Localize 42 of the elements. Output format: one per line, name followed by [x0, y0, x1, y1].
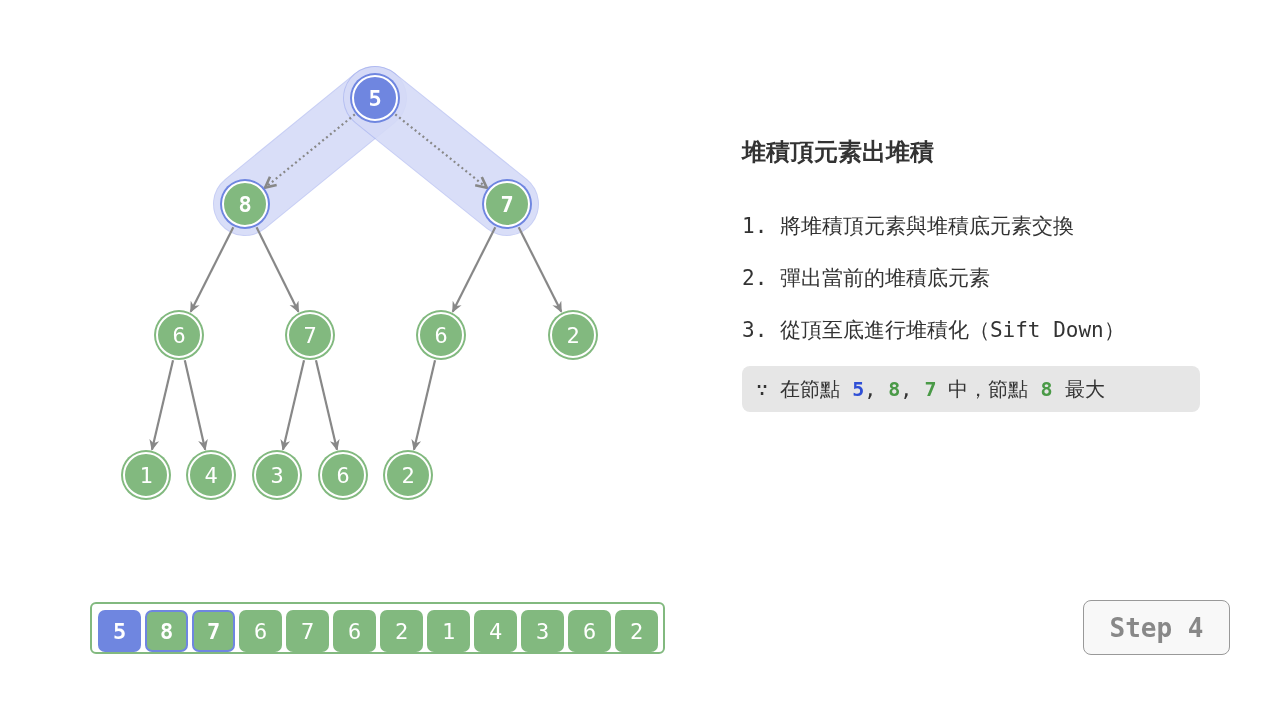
tree-node: 6 [418, 312, 464, 358]
tree-node: 5 [352, 75, 398, 121]
arrow [517, 226, 563, 313]
tree-node: 1 [123, 452, 169, 498]
step-text: 3. 從頂至底進行堆積化（Sift Down） [742, 317, 1125, 344]
array-cell: 5 [98, 610, 141, 652]
arrow [280, 360, 306, 451]
array-cell: 2 [380, 610, 423, 652]
arrow [411, 360, 437, 451]
step-indicator: Step 4 [1083, 600, 1230, 655]
arrow [149, 360, 175, 451]
step-text: 2. 彈出當前的堆積底元素 [742, 265, 990, 292]
array-cell: 8 [145, 610, 188, 652]
tree-node: 8 [222, 181, 268, 227]
arrow [255, 226, 300, 313]
array-cell: 7 [192, 610, 235, 652]
heading: 堆積頂元素出堆積 [742, 137, 934, 168]
tree-node: 3 [254, 452, 300, 498]
arrow [263, 113, 356, 189]
array-container [90, 602, 665, 654]
array-cell: 6 [568, 610, 611, 652]
tree-node: 4 [188, 452, 234, 498]
arrow [394, 113, 489, 190]
note-box: ∵ 在節點 5, 8, 7 中，節點 8 最大 [742, 366, 1200, 412]
tree-node: 2 [550, 312, 596, 358]
step-text: 1. 將堆積頂元素與堆積底元素交換 [742, 213, 1074, 240]
arrow [451, 226, 497, 313]
array-cell: 3 [521, 610, 564, 652]
tree-node: 2 [385, 452, 431, 498]
array-cell: 1 [427, 610, 470, 652]
arrow [189, 226, 235, 313]
tree-node: 7 [484, 181, 530, 227]
arrow [314, 360, 340, 451]
array-cell: 6 [239, 610, 282, 652]
arrow [183, 360, 208, 451]
tree-node: 7 [287, 312, 333, 358]
array-cell: 2 [615, 610, 658, 652]
tree-node: 6 [156, 312, 202, 358]
tree-node: 6 [320, 452, 366, 498]
array-cell: 7 [286, 610, 329, 652]
array-cell: 4 [474, 610, 517, 652]
array-cell: 6 [333, 610, 376, 652]
